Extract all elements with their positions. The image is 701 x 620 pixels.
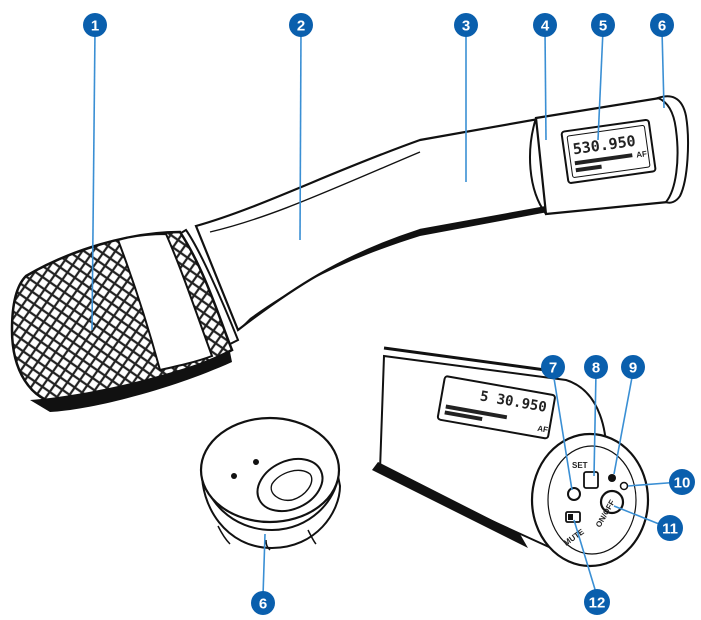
svg-text:6: 6 xyxy=(658,18,666,35)
callout-7: 7 xyxy=(541,355,565,379)
svg-text:9: 9 xyxy=(629,360,637,377)
set-button[interactable] xyxy=(583,471,599,489)
callout-1: 1 xyxy=(83,13,107,37)
detail-top-edge xyxy=(383,346,561,374)
svg-text:11: 11 xyxy=(662,521,678,538)
svg-text:6: 6 xyxy=(259,596,267,613)
callout-8: 8 xyxy=(584,355,608,379)
handle-taper-line xyxy=(209,151,421,233)
lcd-rf-meter-main xyxy=(575,164,602,173)
end-cap-detached-rim xyxy=(200,467,342,550)
display-section-ring xyxy=(529,117,547,215)
end-cap-detached-grip xyxy=(307,529,317,545)
callout-4: 4 xyxy=(533,13,557,37)
set-button-label: SET xyxy=(572,461,588,470)
lcd-af-meter-main xyxy=(574,153,633,166)
svg-text:3: 3 xyxy=(462,18,470,35)
detail-handle-shade xyxy=(372,462,528,548)
end-cap-detached-hole xyxy=(231,473,237,479)
svg-text:4: 4 xyxy=(541,18,550,35)
leader-lines xyxy=(91,29,681,597)
lcd-rf-meter-detail xyxy=(444,410,483,422)
svg-text:5: 5 xyxy=(599,18,607,35)
end-cap-detached xyxy=(199,416,342,551)
end-cap-detached-grip xyxy=(217,525,231,545)
lcd-af-meter-detail xyxy=(445,404,508,420)
lcd-display-detail: 5 30.950 AF xyxy=(436,375,556,440)
callout-11: 11 xyxy=(657,515,683,541)
antenna-jack[interactable] xyxy=(567,487,581,501)
callout-9: 9 xyxy=(621,355,645,379)
svg-text:8: 8 xyxy=(592,360,600,377)
battery-contact xyxy=(619,481,629,491)
head-rim-shade xyxy=(30,352,232,412)
microphone-main: 530.950 AF xyxy=(10,95,689,412)
head-band xyxy=(116,232,214,372)
end-cap xyxy=(655,95,689,204)
svg-text:7: 7 xyxy=(549,360,557,377)
status-led xyxy=(608,474,616,482)
end-cap-detached-grip xyxy=(265,539,271,551)
end-cap-detached-slot xyxy=(270,469,313,501)
callout-3: 3 xyxy=(454,13,478,37)
handle-body xyxy=(194,116,554,332)
callout-2: 2 xyxy=(289,13,313,37)
callout-12: 12 xyxy=(584,589,610,615)
lcd-display-main: 530.950 AF xyxy=(560,118,657,184)
svg-text:10: 10 xyxy=(674,475,691,492)
svg-text:12: 12 xyxy=(589,595,606,612)
callout-6-top: 6 xyxy=(650,13,674,37)
callout-6-bottom: 6 xyxy=(251,591,275,615)
svg-text:2: 2 xyxy=(297,18,305,35)
bottom-detail-view: 5 30.950 AF SET ON/OFF MUTE xyxy=(372,346,650,568)
end-cap-detached-hole xyxy=(253,459,259,465)
lcd-af-label-main: AF xyxy=(636,149,648,159)
mute-switch-knob xyxy=(568,514,573,520)
svg-text:1: 1 xyxy=(91,18,99,35)
lcd-af-label-detail: AF xyxy=(537,424,549,435)
callouts: 1 2 3 4 5 6 7 8 xyxy=(83,13,695,615)
callout-5: 5 xyxy=(591,13,615,37)
callout-10: 10 xyxy=(669,469,695,495)
